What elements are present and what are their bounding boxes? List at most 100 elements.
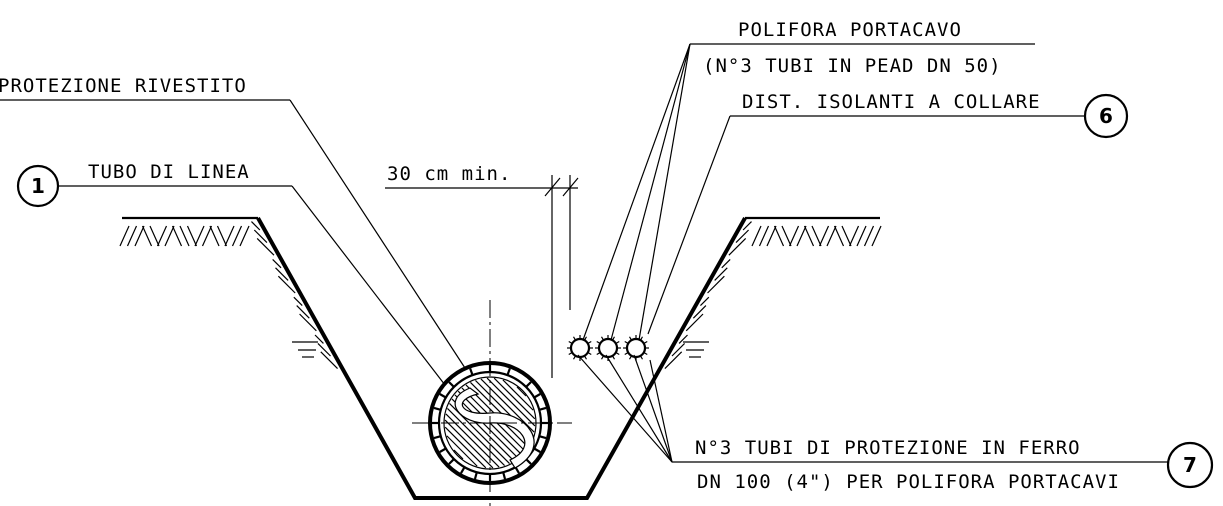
coating-tick	[473, 471, 478, 480]
slope-hatch-stroke	[277, 275, 296, 294]
slope-hatch-stroke	[685, 313, 704, 332]
slope-hatch-stroke	[320, 351, 338, 370]
label-tubi-protezione-2: DN 100 (4") PER POLIFORA PORTACAVI	[697, 471, 1120, 493]
leader-tubi-line-4	[649, 359, 673, 463]
coating-tick	[533, 447, 541, 453]
collar-spacer-tick	[615, 340, 620, 345]
soil-hatch-stroke	[841, 225, 852, 247]
slope-hatch-stroke	[314, 334, 324, 344]
leader-polifora-line-1	[582, 43, 691, 341]
pipe-hatch-stroke	[486, 377, 536, 427]
coating-tick	[538, 435, 547, 440]
soil-hatch-stroke	[224, 225, 235, 247]
soil-hatch-stroke	[201, 225, 213, 247]
slope-hatch-stroke	[707, 275, 725, 294]
collar-spacer-tick	[583, 336, 588, 341]
collar-spacer-tick	[628, 355, 633, 360]
cable-ducts	[567, 335, 649, 361]
soil-hatch-stroke	[149, 225, 160, 247]
pipe-hatch-stroke	[447, 408, 505, 466]
collar-spacer-tick	[639, 355, 644, 360]
coating-tick	[448, 458, 455, 465]
dimension-marker: 30 cm min.	[385, 163, 579, 378]
main-pipe	[412, 300, 572, 506]
coating-tick	[525, 381, 532, 388]
line-pipe-hatch	[444, 377, 536, 469]
collar-spacer-tick	[596, 351, 601, 356]
slope-hatch-stroke	[272, 258, 282, 269]
leader-polifora-line-2	[610, 43, 691, 341]
soil-hatch-stroke	[751, 225, 762, 247]
coating-tick	[460, 466, 466, 474]
dimension-label: 30 cm min.	[387, 163, 511, 185]
collar-spacer-tick	[643, 340, 648, 345]
leader-tubo-linea: 1 TUBO DI LINEA	[16, 161, 446, 386]
coating-tick	[433, 406, 442, 411]
slope-hatch-stroke	[735, 229, 750, 244]
soil-hatch-right-slope	[664, 221, 752, 370]
soil-hatch-stroke	[856, 225, 867, 247]
coating-tick	[514, 466, 520, 474]
label-protezione: PROTEZIONE RIVESTITO	[0, 75, 247, 97]
collar-spacer-tick	[600, 355, 605, 360]
slope-hatch-stroke	[721, 258, 731, 269]
slope-hatch-stroke	[700, 296, 710, 307]
slope-hatch-stroke	[296, 305, 310, 319]
slope-hatch-stroke	[256, 237, 275, 256]
soil-hatch-stroke	[126, 225, 138, 247]
leader-distanziali-line	[647, 115, 731, 335]
soil-hatch-stroke	[773, 225, 785, 247]
soil-hatch-left-slope	[251, 221, 338, 370]
cable-duct-1	[569, 337, 591, 359]
soil-hatch-stroke	[863, 225, 875, 247]
callout-number-7: 7	[1183, 453, 1197, 477]
soil-hatch-stroke	[758, 225, 770, 247]
slope-hatch-stroke	[742, 221, 752, 231]
soil-hatch-stroke	[164, 225, 175, 247]
collar-spacer-tick	[628, 336, 633, 341]
slope-hatch-stroke	[714, 267, 728, 281]
slope-hatch-stroke	[275, 267, 289, 281]
cable-duct-2	[597, 337, 619, 359]
soil-hatch-left-surface	[119, 225, 250, 247]
pipe-hatch-stroke	[516, 386, 527, 397]
slope-hatch-stroke	[678, 334, 688, 344]
cable-duct-3	[625, 337, 647, 359]
collar-spacer-tick	[600, 336, 605, 341]
soil-hatch-right-surface	[751, 225, 882, 247]
coating-tick	[506, 368, 511, 376]
leader-protezione-line	[289, 99, 466, 369]
collar-spacer-tick	[611, 355, 616, 360]
label-tubi-protezione-1: N°3 TUBI DI PROTEZIONE IN FERRO	[695, 437, 1081, 459]
soil-hatch-stroke	[156, 225, 168, 247]
collar-spacer-tick	[611, 336, 616, 341]
soil-hatch-stroke	[766, 225, 777, 247]
slope-hatch-stroke	[692, 305, 707, 319]
slope-hatch-stroke	[253, 229, 268, 244]
soil-hatch-stroke	[811, 225, 822, 247]
leader-tubi-line-1	[577, 354, 673, 463]
leader-polifora-line-3	[638, 43, 691, 341]
collar-spacer-tick	[587, 340, 592, 345]
soil-hatch-stroke	[231, 225, 243, 247]
pipe-hatch-stroke	[444, 426, 487, 469]
leader-protezione: PROTEZIONE RIVESTITO	[0, 75, 466, 369]
pipe-hatch-stroke	[453, 449, 464, 460]
pipe-hatch-stroke	[446, 435, 478, 467]
collar-spacer-tick	[624, 340, 629, 345]
slope-hatch-stroke	[317, 342, 331, 357]
pipe-hatch-stroke	[493, 377, 536, 420]
slope-hatch-stroke	[671, 342, 686, 357]
label-tubo-linea: TUBO DI LINEA	[88, 161, 250, 183]
soil-hatch-stroke	[803, 225, 815, 247]
collar-spacer-tick	[615, 351, 620, 356]
coating-tick	[439, 393, 447, 399]
slope-hatch-stroke	[299, 313, 317, 332]
soil-hatch-stroke	[833, 225, 845, 247]
callout-circle-7	[1166, 441, 1214, 489]
soil-hatch-stroke	[796, 225, 807, 247]
soil-hatch-stroke	[216, 225, 228, 247]
collar-spacer-tick	[572, 355, 577, 360]
collar-spacer-tick	[572, 336, 577, 341]
